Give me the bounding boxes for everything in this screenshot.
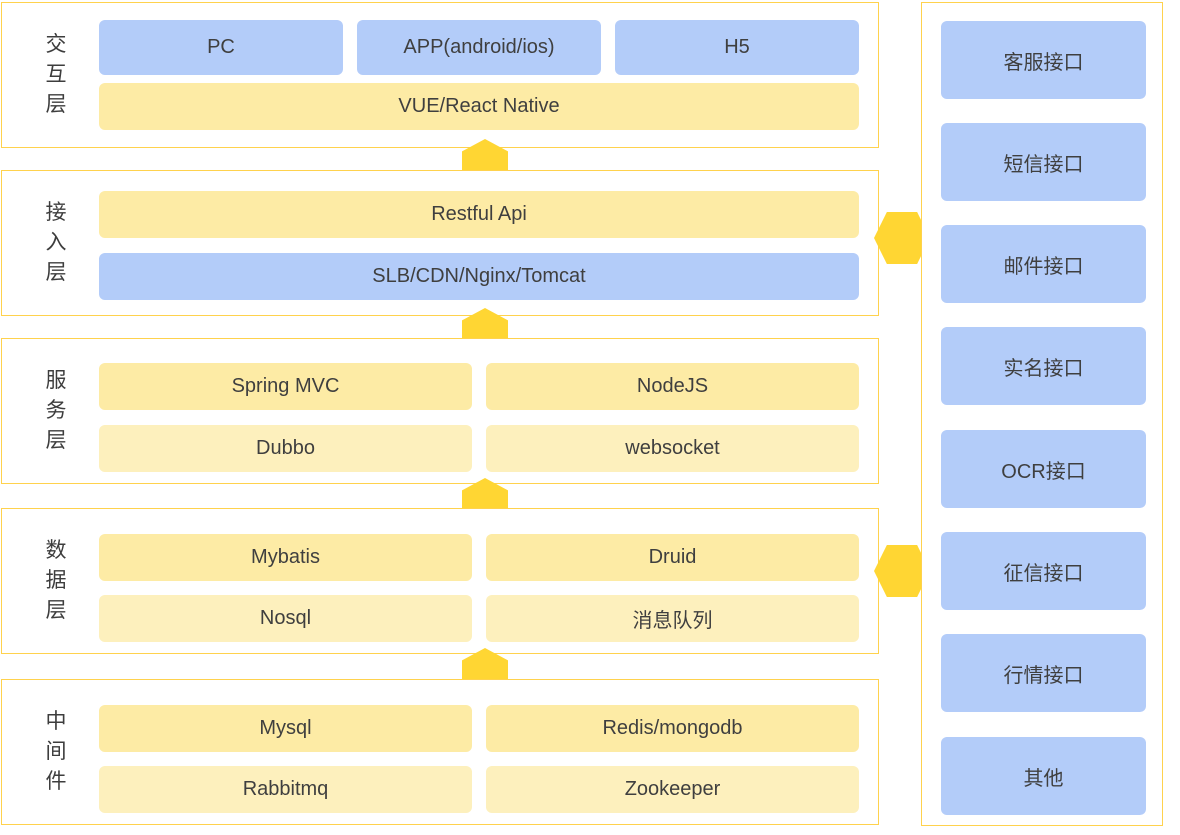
layer-label-char: 间 (45, 740, 67, 764)
layer-label-char: 务 (45, 399, 67, 423)
tech-box-nodejs[interactable]: NodeJS (486, 363, 859, 410)
interface-box-credit[interactable]: 征信接口 (941, 532, 1146, 610)
layer-row: PC APP(android/ios) H5 (99, 20, 859, 75)
tech-box-websocket[interactable]: websocket (486, 425, 859, 472)
layer-row: Restful Api (99, 191, 859, 238)
layer-row: Rabbitmq Zookeeper (99, 766, 859, 813)
connector-access-interfaces (874, 212, 930, 264)
layer-panel-middleware: 中 间 件 Mysql Redis/mongodb Rabbitmq Zooke… (1, 679, 879, 825)
layer-label-char: 服 (45, 369, 67, 393)
layer-row: SLB/CDN/Nginx/Tomcat (99, 253, 859, 300)
layer-label-char: 数 (45, 539, 67, 563)
layer-label-char: 互 (45, 63, 67, 87)
layer-label-char: 接 (45, 201, 67, 225)
layer-label-char: 交 (45, 33, 67, 57)
tech-box-slb-cdn-nginx-tomcat[interactable]: SLB/CDN/Nginx/Tomcat (99, 253, 859, 300)
tech-box-mysql[interactable]: Mysql (99, 705, 472, 752)
tech-box-rabbitmq[interactable]: Rabbitmq (99, 766, 472, 813)
interface-box-real-name[interactable]: 实名接口 (941, 327, 1146, 405)
layer-label-char: 件 (45, 769, 67, 793)
layer-label-char: 层 (45, 260, 67, 284)
tech-box-message-queue[interactable]: 消息队列 (486, 595, 859, 642)
tech-box-mybatis[interactable]: Mybatis (99, 534, 472, 581)
interface-box-email[interactable]: 邮件接口 (941, 225, 1146, 303)
layer-row: Spring MVC NodeJS (99, 363, 859, 410)
layer-row: VUE/React Native (99, 83, 859, 130)
connector-data-interfaces (874, 545, 930, 597)
layer-label-interaction: 交 互 层 (28, 3, 84, 147)
tech-box-druid[interactable]: Druid (486, 534, 859, 581)
layer-label-data: 数 据 层 (28, 509, 84, 653)
tech-box-nosql[interactable]: Nosql (99, 595, 472, 642)
tech-box-redis-mongodb[interactable]: Redis/mongodb (486, 705, 859, 752)
layer-label-char: 入 (45, 231, 67, 255)
tech-box-restful-api[interactable]: Restful Api (99, 191, 859, 238)
tech-box-pc[interactable]: PC (99, 20, 343, 75)
layer-panel-service: 服 务 层 Spring MVC NodeJS Dubbo websocket (1, 338, 879, 484)
interface-box-customer-service[interactable]: 客服接口 (941, 21, 1146, 99)
tech-box-vue-react-native[interactable]: VUE/React Native (99, 83, 859, 130)
layer-label-char: 层 (45, 598, 67, 622)
layer-label-service: 服 务 层 (28, 339, 84, 483)
interfaces-panel: 客服接口 短信接口 邮件接口 实名接口 OCR接口 征信接口 行情接口 其他 (921, 2, 1163, 826)
layer-panel-data: 数 据 层 Mybatis Druid Nosql 消息队列 (1, 508, 879, 654)
layer-row: Dubbo websocket (99, 425, 859, 472)
layer-row: Mysql Redis/mongodb (99, 705, 859, 752)
interface-box-sms[interactable]: 短信接口 (941, 123, 1146, 201)
interface-box-ocr[interactable]: OCR接口 (941, 430, 1146, 508)
layer-label-char: 层 (45, 428, 67, 452)
interface-box-other[interactable]: 其他 (941, 737, 1146, 815)
tech-box-dubbo[interactable]: Dubbo (99, 425, 472, 472)
layer-row: Mybatis Druid (99, 534, 859, 581)
tech-box-zookeeper[interactable]: Zookeeper (486, 766, 859, 813)
layer-panel-access: 接 入 层 Restful Api SLB/CDN/Nginx/Tomcat (1, 170, 879, 316)
interface-box-market-quote[interactable]: 行情接口 (941, 634, 1146, 712)
tech-box-h5[interactable]: H5 (615, 20, 859, 75)
tech-box-spring-mvc[interactable]: Spring MVC (99, 363, 472, 410)
layer-label-char: 据 (45, 569, 67, 593)
tech-box-app[interactable]: APP(android/ios) (357, 20, 601, 75)
layer-label-char: 层 (45, 92, 67, 116)
layer-label-access: 接 入 层 (28, 171, 84, 315)
layer-panel-interaction: 交 互 层 PC APP(android/ios) H5 VUE/React N… (1, 2, 879, 148)
layer-label-middleware: 中 间 件 (28, 680, 84, 824)
layer-label-char: 中 (45, 710, 67, 734)
layer-row: Nosql 消息队列 (99, 595, 859, 642)
